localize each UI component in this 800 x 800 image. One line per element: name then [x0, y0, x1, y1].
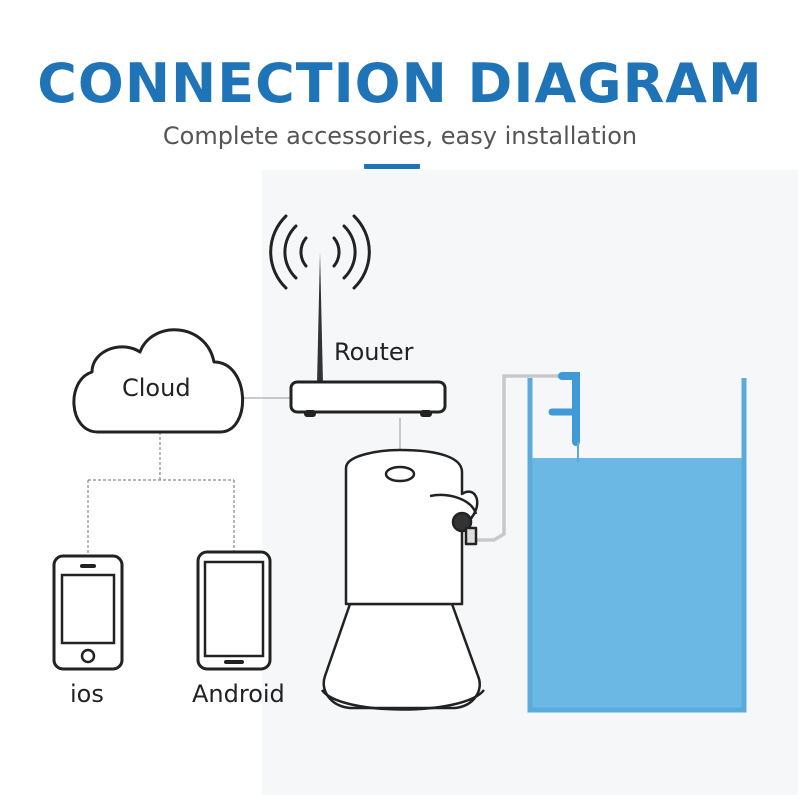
cloud-label: Cloud: [122, 374, 191, 402]
water-fill: [532, 458, 742, 708]
cloud-icon: [72, 328, 244, 434]
connection-lines: [87, 432, 235, 556]
title-accent-bar: [364, 164, 420, 169]
android-phone-icon: [196, 550, 272, 671]
android-label: Android: [192, 680, 285, 708]
router-icon: [289, 380, 447, 417]
router-label: Router: [334, 338, 414, 366]
water-tank: [527, 378, 747, 713]
water-pipe-icon: [558, 372, 580, 446]
soap-dispenser-icon: [320, 448, 485, 711]
ios-phone-icon: [52, 554, 124, 671]
tank-walls: [527, 378, 747, 713]
page-title: CONNECTION DIAGRAM: [37, 52, 763, 115]
page-subtitle: Complete accessories, easy installation: [162, 122, 638, 150]
router-antenna-icon: [317, 252, 323, 384]
hose-line: [470, 374, 562, 542]
ios-label: ios: [70, 680, 104, 708]
wifi-signal-icon: [269, 214, 371, 290]
